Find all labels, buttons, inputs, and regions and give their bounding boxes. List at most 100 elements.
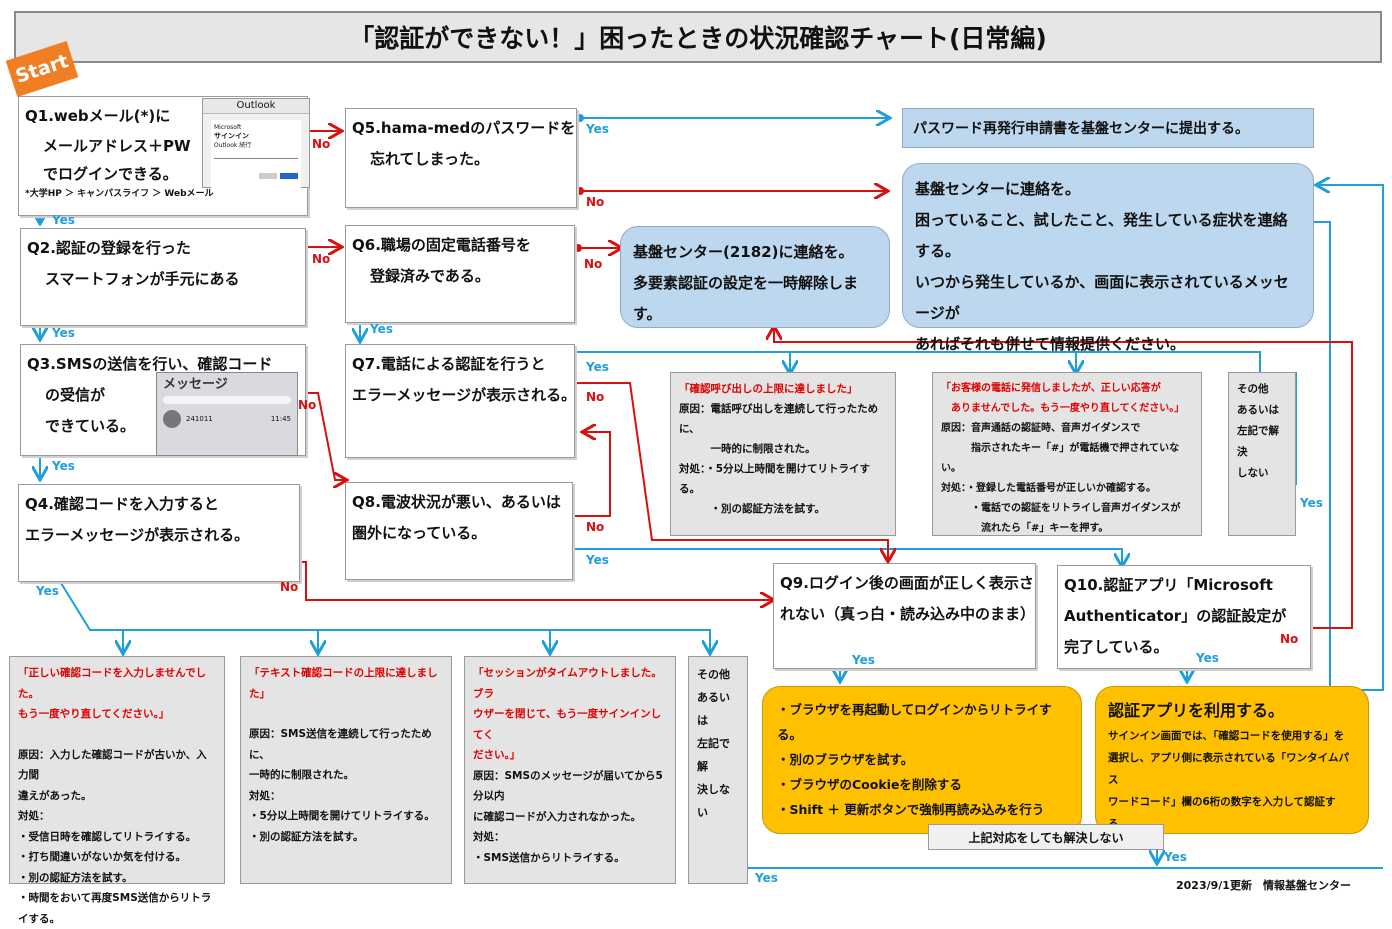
error-line: 原因：入力した確認コードが古いか、入力間 (18, 748, 207, 782)
q7-line: Q7.電話による認証を行うと (352, 355, 546, 373)
result-contact-2182: 基盤センター(2182)に連絡を。 多要素認証の設定を一時解除します。 (620, 226, 890, 328)
error-heading: ウザーを閉じて、もう一度サインインしてく (473, 708, 662, 741)
q4-line: エラーメッセージが表示される。 (25, 526, 250, 544)
q6-yes-label: Yes (370, 322, 393, 336)
error-heading: もう一度やり直してください。」 (18, 708, 170, 720)
q4-line: Q4.確認コードを入力すると (25, 495, 219, 513)
q10-line: Authenticator」の認証設定が (1064, 607, 1287, 625)
error-line: 流れたら「#」キーを押す。 (941, 523, 1109, 534)
q5-line: Q5.hama-medのパスワードを (352, 119, 576, 137)
q2-yes-label: Yes (52, 326, 75, 340)
q3-line: できている。 (45, 417, 136, 435)
q5-yes-label: Yes (586, 122, 609, 136)
q5-no-label: No (586, 195, 605, 209)
q5-line: 忘れてしまった。 (370, 150, 489, 168)
q10-no-label: No (1280, 632, 1299, 646)
q7-no-label: No (586, 390, 605, 404)
q1-line: メールアドレス＋PW (43, 137, 191, 155)
error-line: ・5分以上時間を開けてリトライする。 (249, 810, 435, 822)
error-wrong-code: 「正しい確認コードを入力しませんでした。 もう一度やり直してください。」 原因：… (9, 656, 225, 925)
error-line: 違えがあった。 (18, 789, 92, 802)
error-phone-answer: 「お客様の電話に発信しましたが、正しい応答が ありませんでした。もう一度やり直し… (932, 372, 1202, 536)
r2182-line: 基盤センター(2182)に連絡を。 (633, 243, 854, 261)
error-line: ・打ち間違いがないか気を付ける。 (18, 851, 186, 863)
q2-line: Q2.認証の登録を行った (27, 239, 191, 257)
q10-line: 完了している。 (1064, 638, 1169, 656)
unresolved-bar: 上記対応をしても解決しない (928, 824, 1164, 850)
q9-line: Q9.ログイン後の画面が正しく表示さ (780, 574, 1034, 592)
q1-yes-label: Yes (52, 213, 75, 227)
avatar (163, 410, 181, 428)
other-unresolved-right: その他 あるいは 左記で解決 しない (1228, 372, 1296, 536)
error-text-limit: 「テキスト確認コードの上限に達しまし た」 原因：SMS送信を連続して行ったため… (240, 656, 452, 884)
other-line: 決しない (697, 783, 730, 819)
browser-action: ・ブラウザを再起動してログインからリトライする。 (777, 702, 1052, 742)
error-line: ・時間をおいて再度SMS送信からリトライする。 (18, 892, 212, 925)
question-q10: Q10.認証アプリ「Microsoft Authenticator」の認証設定が… (1057, 565, 1311, 669)
q2-no-label: No (312, 252, 331, 266)
sms-time: 11:45 (270, 415, 291, 423)
q6-line: Q6.職場の固定電話番号を (352, 236, 531, 254)
other-bottom-yes-label: Yes (755, 871, 778, 885)
result-password-reissue: パスワード再発行申請書を基盤センターに提出する。 (902, 108, 1314, 148)
q1-note: *大学HP ＞ キャンパスライフ ＞ Webメール (25, 189, 214, 199)
q8-line: Q8.電波状況が悪い、あるいは (352, 493, 561, 511)
q6-line: 登録済みである。 (370, 267, 490, 285)
other-line: あるいは (697, 691, 730, 727)
q6-no-label: No (584, 257, 603, 271)
outlook-screenshot: Outlook Microsoft サインイン Outlook 続行 (202, 98, 310, 188)
question-q7: Q7.電話による認証を行うと エラーメッセージが表示される。 (345, 344, 577, 458)
q4-no-label: No (280, 580, 299, 594)
error-line: 原因：SMS送信を連続して行ったために、 (249, 728, 432, 761)
error-line: ・別の認証方法を試す。 (18, 871, 133, 884)
app-title: 認証アプリを利用する。 (1108, 701, 1285, 720)
q10-yes-label: Yes (1196, 651, 1219, 665)
other-line: 左記で解 (697, 737, 730, 773)
error-line: 対処：・5分以上時間を開けてリトライする。 (679, 463, 871, 495)
app-line: 選択し、アプリ側に表示されている「ワンタイムパス (1108, 752, 1349, 786)
app-line: サインイン画面では、「確認コードを使用する」を (1108, 730, 1345, 742)
question-q4: Q4.確認コードを入力すると エラーメッセージが表示される。 (18, 484, 300, 582)
unresolved-yes-label: Yes (1164, 850, 1187, 864)
error-heading: ださい。」 (473, 749, 521, 761)
error-session-timeout: 「セッションがタイムアウトしました。ブラ ウザーを閉じて、もう一度サインインして… (464, 656, 676, 884)
q3-line: Q3.SMSの送信を行い、確認コード (27, 355, 273, 373)
q3-line: の受信が (45, 386, 106, 404)
q3-no-label: No (298, 398, 317, 412)
browser-action: ・別のブラウザを試す。 (777, 752, 914, 767)
q4-yes-label: Yes (36, 584, 59, 598)
q7-line: エラーメッセージが表示される。 (352, 386, 577, 404)
error-call-limit: 「確認呼び出しの上限に達しました」 原因：電話呼び出しを連続して行ったために、 … (670, 372, 896, 536)
error-line: ・SMS送信からリトライする。 (473, 851, 625, 864)
contact-line: 基盤センターに連絡を。 (915, 180, 1081, 198)
result-contact-center: 基盤センターに連絡を。 困っていること、試したこと、発生している症状を連絡する。… (902, 163, 1314, 353)
error-line: に確認コードが入力されなかった。 (473, 810, 641, 823)
error-line: 指示されたキー「#」が電話機で押されていない。 (941, 443, 1180, 474)
other-line: その他 (697, 668, 730, 681)
q8-line: 圏外になっている。 (352, 524, 487, 542)
question-q2: Q2.認証の登録を行った スマートフォンが手元にある (20, 228, 306, 326)
signin-label: サインイン (214, 132, 249, 140)
other-line: 左記で解決 (1237, 425, 1279, 458)
q8-no-label: No (586, 520, 605, 534)
other-line: その他 (1237, 383, 1269, 395)
q2-line: スマートフォンが手元にある (45, 270, 240, 288)
error-line: 原因：電話呼び出しを連続して行ったために、 (679, 403, 879, 435)
question-q8: Q8.電波状況が悪い、あるいは 圏外になっている。 (345, 482, 573, 580)
browser-action: ・ブラウザのCookieを削除する (777, 777, 962, 792)
question-q5: Q5.hama-medのパスワードを 忘れてしまった。 (345, 108, 577, 208)
error-heading: 「確認呼び出しの上限に達しました」 (679, 383, 858, 395)
outlook-title: Outlook (203, 99, 309, 114)
error-line: 一時的に制限された。 (249, 769, 354, 781)
error-line: 対処：・登録した電話番号が正しいか確認する。 (941, 483, 1156, 494)
error-line: 一時的に制限された。 (679, 443, 816, 455)
q3-yes-label: Yes (52, 459, 75, 473)
q10-line: Q10.認証アプリ「Microsoft (1064, 576, 1273, 594)
error-line: 原因：SMSのメッセージが届いてから5分以内 (473, 769, 663, 803)
error-line: ・別の認証方法を試す。 (679, 503, 825, 515)
error-heading: 「セッションがタイムアウトしました。ブラ (473, 667, 662, 700)
q1-line: Q1.webメール(*)に (25, 107, 171, 125)
error-heading: た」 (249, 687, 270, 700)
error-heading: ありませんでした。もう一度やり直してください。」 (941, 403, 1185, 414)
q8-yes-label: Yes (586, 553, 609, 567)
